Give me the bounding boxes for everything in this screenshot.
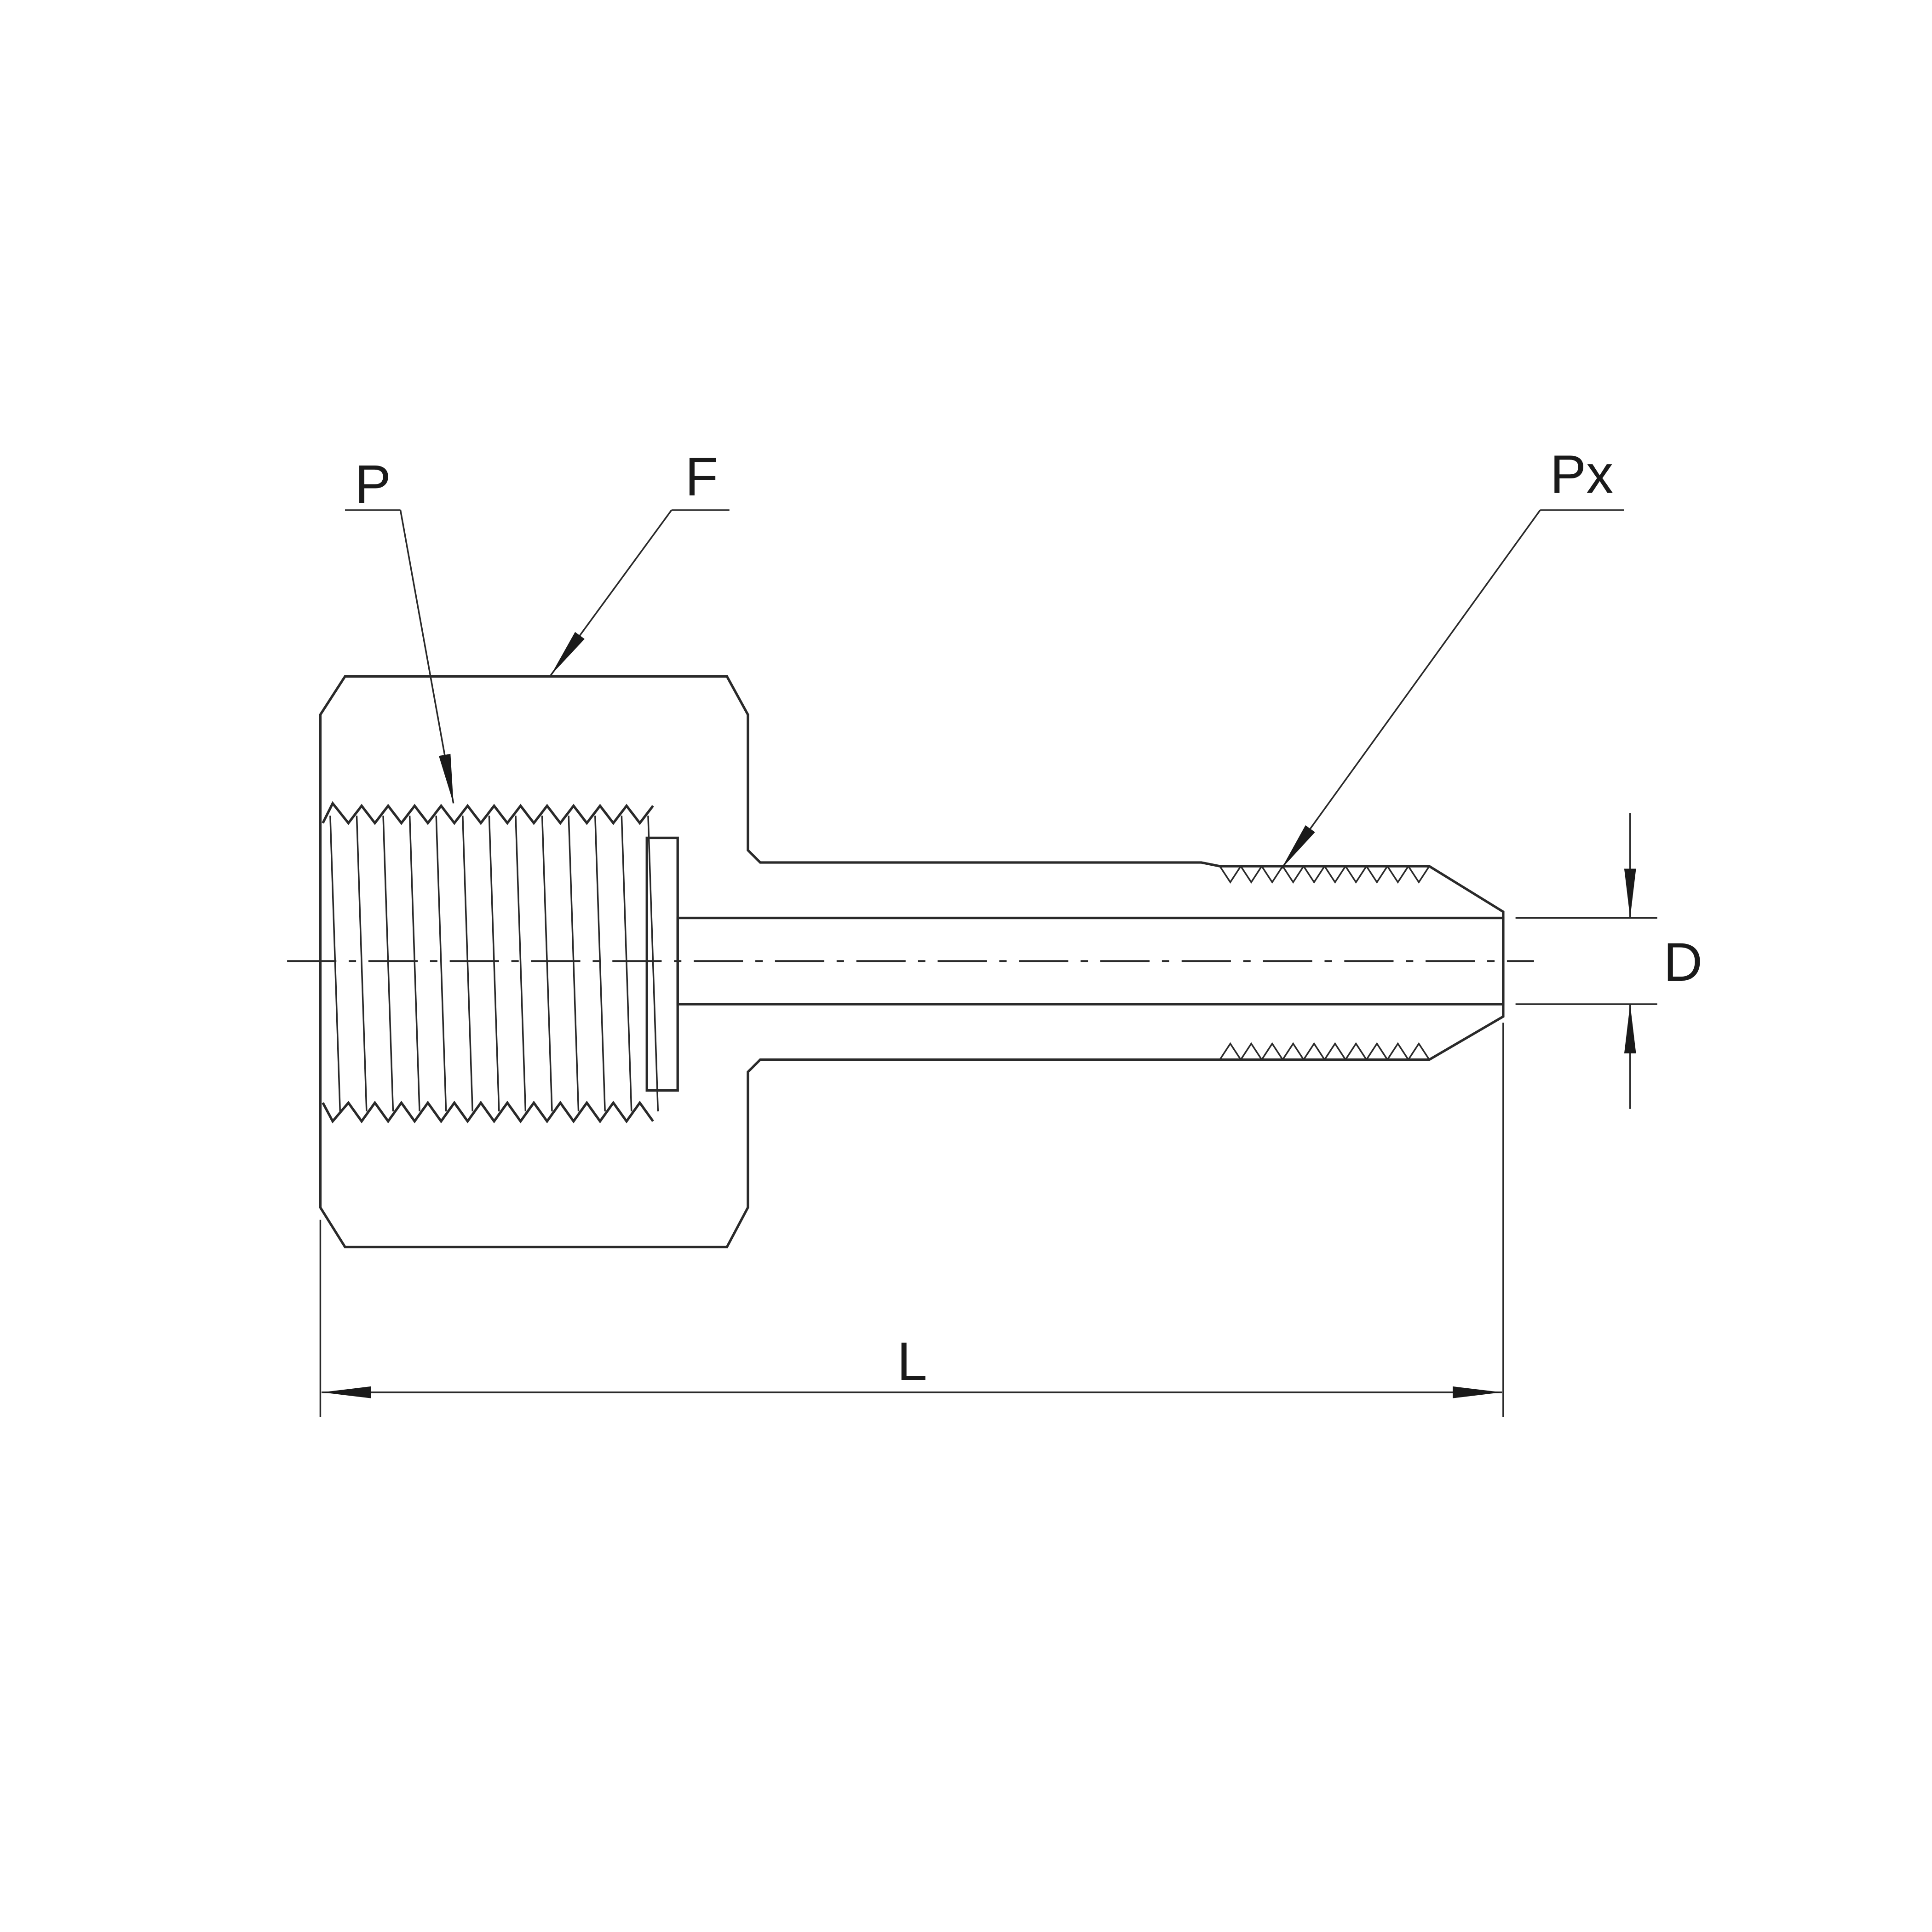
thread-line	[621, 816, 632, 1112]
thread-line	[568, 816, 580, 1112]
thread-line	[541, 816, 553, 1112]
fitting-body	[319, 675, 1505, 1248]
thread-line	[435, 816, 447, 1112]
leader-f	[550, 509, 730, 676]
label-p: P	[355, 454, 391, 514]
thread-line	[515, 816, 527, 1112]
dimension-l	[319, 1023, 1504, 1417]
thread-relief	[645, 836, 679, 1092]
dimension-d	[1515, 813, 1657, 1109]
label-px: Px	[1550, 443, 1614, 504]
female-thread-p	[322, 801, 659, 1124]
leader-p	[345, 509, 454, 804]
thread-line	[408, 816, 420, 1112]
thread-line	[594, 816, 606, 1112]
thread-line	[488, 816, 500, 1112]
leader-px	[1281, 509, 1624, 869]
label-l: L	[897, 1331, 927, 1392]
thread-line	[329, 816, 341, 1112]
male-thread-px	[1219, 864, 1430, 1061]
label-d: D	[1663, 932, 1702, 992]
label-f: F	[685, 446, 718, 507]
thread-line	[462, 816, 473, 1112]
thread-line	[356, 816, 368, 1112]
thread-line	[647, 816, 659, 1112]
thread-line	[382, 816, 394, 1112]
